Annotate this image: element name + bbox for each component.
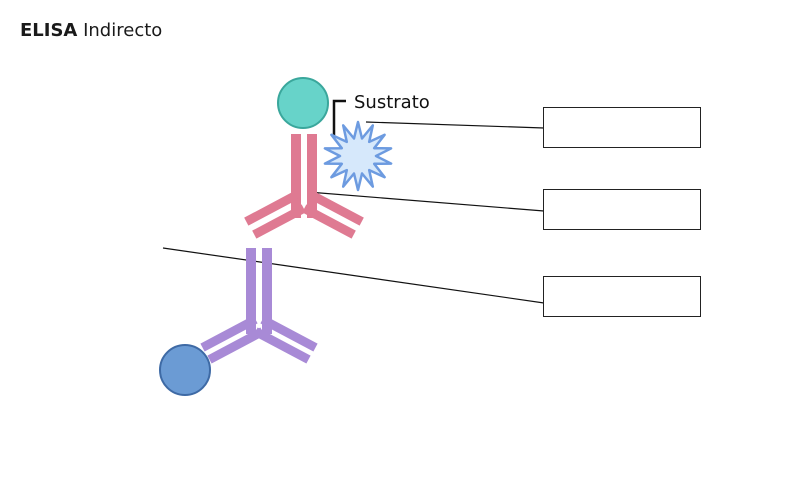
secondary-antibody-arm-left-light xyxy=(252,204,306,239)
secondary-antibody-heavy-chain-right xyxy=(307,134,317,218)
primary-antibody-heavy-chain-left xyxy=(246,248,256,334)
secondary-antibody-arm-right-light xyxy=(302,204,356,239)
secondary-antibody xyxy=(244,134,364,239)
substrate-bracket xyxy=(332,99,346,136)
title-regular: Indirecto xyxy=(83,20,163,41)
antigen-circle xyxy=(159,344,211,396)
substrate-star xyxy=(323,120,393,192)
leader-line-secondary-antibody xyxy=(307,191,545,212)
primary-antibody xyxy=(200,248,318,364)
substrate-label: Sustrato xyxy=(354,92,430,113)
primary-antibody-arm-right-light xyxy=(253,327,311,364)
answer-box-2[interactable] xyxy=(543,189,701,230)
title-bold: ELISA xyxy=(20,20,78,41)
primary-antibody-arm-left-heavy xyxy=(200,315,258,352)
answer-box-3[interactable] xyxy=(543,276,701,317)
secondary-antibody-arm-right-heavy xyxy=(310,191,364,226)
leader-line-primary-antibody xyxy=(162,247,545,304)
primary-antibody-arm-right-heavy xyxy=(260,315,318,352)
primary-antibody-arm-left-light xyxy=(207,327,265,364)
secondary-antibody-heavy-chain-left xyxy=(291,134,301,218)
primary-antibody-heavy-chain-right xyxy=(262,248,272,334)
leader-line-substrate xyxy=(365,121,545,129)
page-title: ELISA Indirecto xyxy=(20,20,162,41)
enzyme-circle xyxy=(277,77,329,129)
secondary-antibody-arm-left-heavy xyxy=(244,191,298,226)
answer-box-1[interactable] xyxy=(543,107,701,148)
